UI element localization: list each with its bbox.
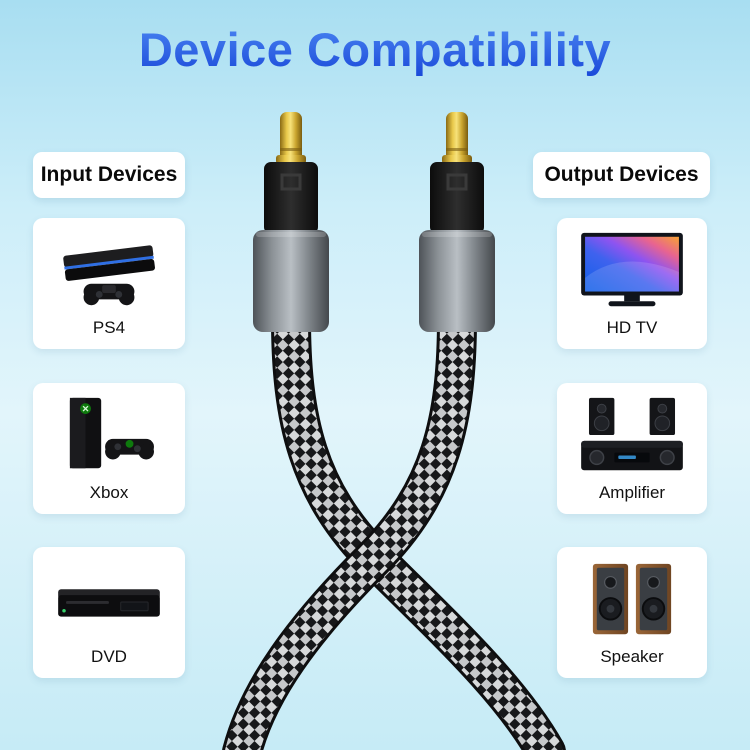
device-label-hdtv: HD TV [606, 318, 658, 337]
xbox-image [33, 383, 185, 483]
braided-cable-right [222, 298, 477, 750]
device-label-dvd: DVD [91, 647, 127, 666]
device-label-xbox: Xbox [89, 483, 129, 502]
amplifier-image [557, 383, 707, 483]
device-card-amplifier: Amplifier [557, 383, 707, 514]
hdtv-icon [581, 232, 683, 307]
input-devices-header: Input Devices [33, 152, 185, 198]
device-card-dvd: DVD [33, 547, 185, 678]
device-label-ps4: PS4 [92, 318, 126, 337]
dvd-player-icon [58, 589, 160, 617]
page-title: Device Compatibility [0, 22, 750, 77]
bookshelf-speakers-icon [592, 563, 672, 635]
hdtv-image [557, 218, 707, 318]
amplifier-with-speakers-icon [581, 397, 683, 471]
output-devices-header: Output Devices [533, 152, 710, 198]
device-label-speaker: Speaker [600, 647, 664, 666]
device-card-ps4: PS4 [33, 218, 185, 349]
device-card-xbox: Xbox [33, 383, 185, 514]
toslink-connector-right [419, 112, 495, 332]
device-label-amplifier: Amplifier [598, 483, 666, 502]
speaker-image [557, 547, 707, 647]
ps4-image [33, 218, 185, 318]
ps4-console-with-controller-icon [63, 245, 155, 306]
dvd-image [33, 547, 185, 647]
toslink-connector-left [253, 112, 329, 332]
device-card-speaker: Speaker [557, 547, 707, 678]
xbox-console-with-controller-icon [69, 397, 154, 469]
braided-cable-left [271, 298, 566, 750]
device-card-hdtv: HD TV [557, 218, 707, 349]
